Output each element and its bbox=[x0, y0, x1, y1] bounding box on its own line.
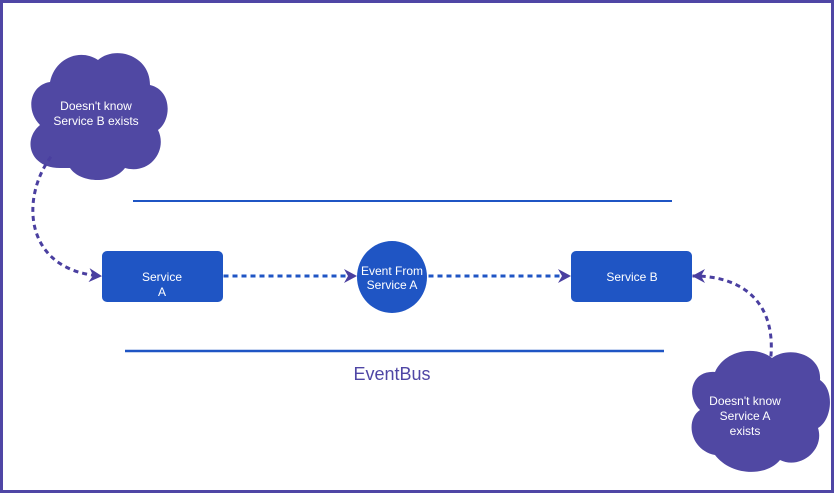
service-a-line1: Service bbox=[142, 270, 182, 284]
eventbus-label: EventBus bbox=[353, 364, 430, 384]
event-node[interactable]: Event From Service A bbox=[357, 241, 427, 313]
event-line1: Event From bbox=[361, 264, 423, 278]
service-b-label: Service B bbox=[606, 270, 657, 284]
service-a-box[interactable]: Service A bbox=[102, 251, 223, 302]
service-b-box[interactable]: Service B bbox=[571, 251, 692, 302]
arrow-cloud-right-to-service-b bbox=[692, 269, 773, 357]
cloud-right-line1: Doesn't know bbox=[709, 394, 781, 408]
cloud-right-line3: exists bbox=[730, 424, 761, 438]
service-a-line2: A bbox=[158, 285, 166, 299]
cloud-right-line2: Service A bbox=[720, 409, 771, 423]
cloud-right: Doesn't know Service A exists bbox=[691, 350, 830, 472]
cloud-left-line2: Service B exists bbox=[53, 114, 138, 128]
event-line2: Service A bbox=[367, 278, 418, 292]
cloud-left: Doesn't know Service B exists bbox=[30, 53, 168, 181]
arrow-cloud-left-to-service-a bbox=[31, 155, 102, 283]
cloud-left-line1: Doesn't know bbox=[60, 99, 132, 113]
